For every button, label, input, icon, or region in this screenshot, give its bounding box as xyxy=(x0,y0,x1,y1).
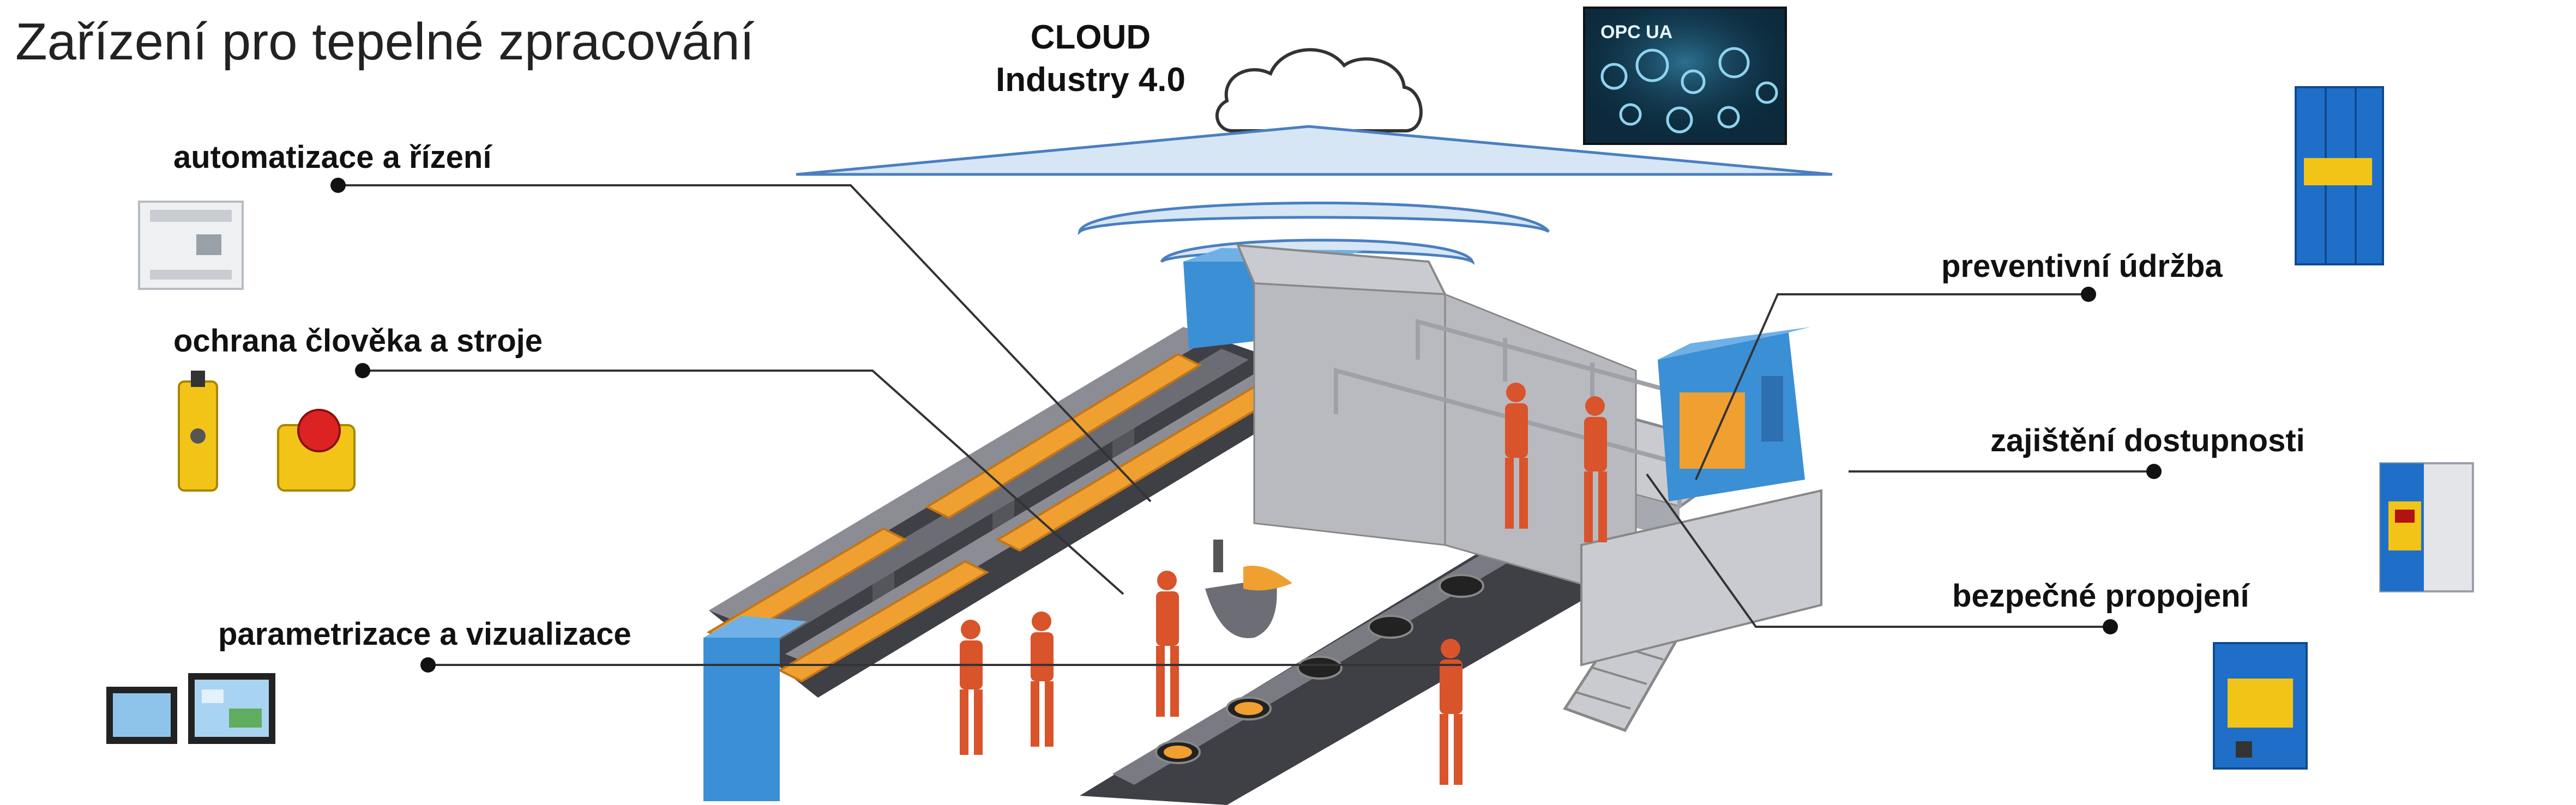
label-connection: bezpečné propojení xyxy=(1952,578,2249,614)
hmi-panel-icon xyxy=(106,673,275,744)
signal-beam xyxy=(796,125,1833,176)
crucible-ladle xyxy=(1205,540,1292,638)
safety-switch-icon xyxy=(178,371,218,492)
leader-dots xyxy=(330,178,2162,673)
label-automation: automatizace a řízení xyxy=(173,140,492,175)
cloud-label-line2: Industry 4.0 xyxy=(996,61,1185,99)
worker-group xyxy=(960,383,1607,785)
worker-figure xyxy=(1031,612,1054,747)
worker-figure xyxy=(1440,639,1462,785)
worker-figure xyxy=(1584,396,1607,542)
leader-lines xyxy=(338,184,2154,666)
monitoring-relay-icon xyxy=(2379,462,2474,592)
signal-wave-large xyxy=(1078,201,1550,235)
worker-figure xyxy=(1156,571,1179,717)
plc-controller-icon xyxy=(138,201,244,290)
cloud-label-line1: CLOUD xyxy=(1030,19,1151,56)
opc-ua-panel xyxy=(1583,7,1787,145)
page-title: Zařízení pro tepelné zpracování xyxy=(15,13,755,71)
heat-treatment-machine xyxy=(1658,327,1810,501)
cloud-label: CLOUD Industry 4.0 xyxy=(960,16,1221,101)
cloud-icon xyxy=(1215,48,1423,132)
isolation-barrier-icon xyxy=(2213,642,2308,770)
label-availability: zajištění dostupnosti xyxy=(1990,423,2305,458)
emergency-stop-icon xyxy=(277,409,356,492)
worker-figure xyxy=(960,620,983,755)
left-conveyor xyxy=(703,248,1380,801)
label-maintenance: preventivní údržba xyxy=(1941,249,2223,284)
label-parametrization: parametrizace a vizualizace xyxy=(218,616,631,652)
opc-ua-label: OPC UA xyxy=(1600,22,1672,43)
worker-figure xyxy=(1505,383,1528,529)
safety-relay-icon xyxy=(2295,86,2384,265)
label-protection: ochrana člověka a stroje xyxy=(173,323,543,359)
